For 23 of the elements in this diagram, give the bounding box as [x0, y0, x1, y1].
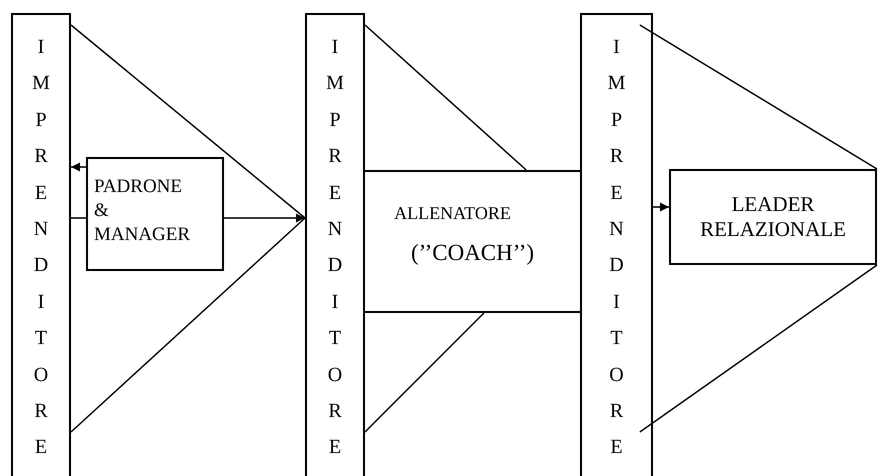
vertical-label: IMPRENDITORE [32, 35, 50, 460]
box-label: ALLENATORE [394, 202, 511, 224]
arrow [224, 214, 305, 222]
connector-line [71, 217, 86, 219]
role-box [669, 169, 877, 265]
column-box [11, 13, 71, 476]
connector-line [639, 264, 878, 433]
connector-line [70, 24, 306, 219]
column-box [580, 13, 653, 476]
vertical-label: IMPRENDITORE [326, 35, 344, 460]
box-label: PADRONE & MANAGER [94, 175, 192, 247]
column-box [305, 13, 365, 476]
box-label: (’’COACH’’) [410, 240, 534, 266]
role-box [365, 170, 580, 313]
connector-line [364, 24, 527, 171]
connector-line [364, 312, 484, 433]
arrow [71, 162, 86, 172]
vertical-label: IMPRENDITORE [608, 35, 626, 460]
connector-line [639, 24, 878, 170]
arrow [653, 202, 669, 212]
box-label: LEADER RELAZIONALE [699, 192, 847, 242]
role-box [86, 157, 224, 271]
connector-line [70, 217, 306, 433]
